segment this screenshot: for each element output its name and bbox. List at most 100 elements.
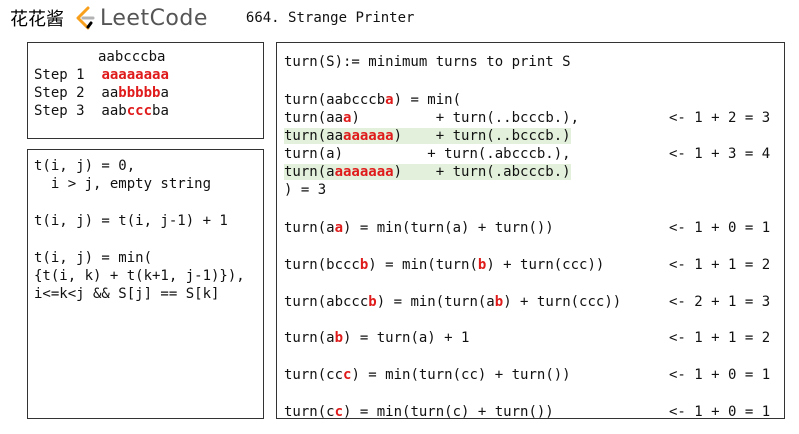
leetcode-logo-text: LeetCode	[100, 5, 208, 31]
expression: turn(abcccb) = min(turn(ab) + turn(ccc))	[284, 294, 621, 310]
turn-cost-note: <- 1 + 2 = 3	[669, 110, 771, 126]
text-segment: ) = min(	[393, 92, 462, 108]
turn-line: turn(a) + turn(.abcccb.),	[284, 145, 571, 163]
expression: turn(cc) = min(turn(c) + turn())	[284, 404, 554, 420]
recurrence-line: t(i, j) = t(i, j-1) + 1	[34, 212, 228, 229]
recurrence-line: t(i, j) = min(	[34, 249, 153, 266]
text-segment: turn(a	[284, 330, 335, 346]
leetcode-logo: LeetCode	[74, 6, 208, 31]
turn-line: turn(ab) = turn(a) + 1	[284, 329, 469, 347]
highlight-char: b	[334, 330, 344, 346]
step-line: Step 1 aaaaaaaa	[34, 66, 169, 84]
text-segment: ) + turn(ccc))	[503, 294, 622, 310]
text-segment: turn(aabcccb	[284, 92, 386, 108]
turn-line: turn(ccc) = min(turn(cc) + turn())	[284, 366, 571, 384]
highlight-char: b	[359, 257, 369, 273]
expression: turn(ccc) = min(turn(cc) + turn())	[284, 367, 571, 383]
turn-line: ) = 3	[284, 181, 326, 199]
leetcode-logo-icon	[76, 6, 95, 30]
highlight-char: ccc	[126, 103, 153, 119]
highlight-char: c	[334, 404, 344, 420]
text-segment: ) = min(turn(c) + turn())	[343, 404, 554, 420]
highlight-char: bbbbb	[118, 85, 161, 101]
expression: turn(a) + turn(.abcccb.),	[284, 146, 571, 162]
highlighted-expression: turn(aaaaaaaa) + turn(..bcccb.)	[284, 128, 571, 144]
text-segment: Step 3 aab	[34, 103, 127, 119]
recurrence-line: {t(i, k) + t(k+1, j-1)}),	[34, 267, 245, 284]
highlight-char: aaaaaaaa	[101, 67, 169, 83]
turn-cost-note: <- 1 + 3 = 4	[669, 146, 771, 162]
turn-line: turn(S):= minimum turns to print S	[284, 53, 571, 71]
highlight-char: b	[494, 294, 504, 310]
author-name: 花花酱	[10, 9, 64, 30]
expression: turn(bcccb) = min(turn(b) + turn(ccc))	[284, 257, 604, 273]
text-segment: turn(cc	[284, 367, 344, 383]
turn-line: turn(aaa) + turn(..bcccb.),	[284, 109, 579, 127]
recurrence-line: i<=k<j && S[j] == S[k]	[34, 286, 220, 303]
turn-line: turn(cc) = min(turn(c) + turn())	[284, 403, 554, 421]
recurrence-line: i > j, empty string	[34, 176, 212, 193]
turn-cost-note: <- 1 + 0 = 1	[669, 367, 771, 383]
text-segment: ) + turn(.abcccb.),	[334, 146, 571, 162]
turn-cost-note: <- 1 + 1 = 2	[669, 257, 771, 273]
text-segment: a	[160, 85, 169, 101]
turn-line: turn(aabcccba) = min(	[284, 91, 461, 109]
recurrence-box: t(i, j) = 0, i > j, empty string t(i, j) …	[27, 149, 264, 419]
problem-title: 664. Strange Printer	[245, 10, 415, 26]
text-segment: turn(c	[284, 404, 335, 420]
text-segment: turn(a	[284, 164, 335, 180]
text-segment: ) = min(turn(a	[376, 294, 495, 310]
text-segment: ) + turn(.abcccb.)	[393, 164, 571, 180]
highlight-char: c	[343, 367, 352, 383]
highlighted-expression: turn(aaaaaaaa) + turn(.abcccb.)	[284, 164, 571, 180]
step-line: Step 3 aabcccba	[34, 102, 169, 120]
text-segment: turn(aa	[284, 128, 344, 144]
turn-cost-note: <- 1 + 0 = 1	[669, 220, 771, 236]
text-segment: turn(a	[284, 146, 335, 162]
highlight-char: aaaaaa	[343, 128, 394, 144]
highlight-char: b	[368, 294, 377, 310]
text-segment: ) + turn(..bcccb.),	[351, 110, 580, 126]
text-segment: Step 1	[34, 67, 102, 83]
expression: ) = 3	[284, 182, 326, 198]
text-segment: ) = min(turn(	[368, 257, 478, 273]
expression: turn(S):= minimum turns to print S	[284, 54, 571, 70]
highlight-char: a	[343, 110, 352, 126]
text-segment: ) = 3	[284, 182, 327, 198]
turn-line: turn(aa) = min(turn(a) + turn())	[284, 219, 554, 237]
highlight-char: a	[385, 92, 394, 108]
step-line: Step 2 aabbbbba	[34, 84, 169, 102]
turn-cost-note: <- 2 + 1 = 3	[669, 294, 771, 310]
expression: turn(aa) = min(turn(a) + turn())	[284, 220, 554, 236]
text-segment: ) + turn(..bcccb.)	[393, 128, 571, 144]
text-segment: turn(a	[284, 220, 335, 236]
highlight-char: a	[334, 220, 344, 236]
turn-cost-note: <- 1 + 0 = 1	[669, 404, 771, 420]
text-segment: ) = min(turn(a) + turn())	[343, 220, 554, 236]
expression: turn(aaa) + turn(..bcccb.),	[284, 110, 579, 126]
expression: turn(aabcccba) = min(	[284, 92, 461, 108]
turn-line: turn(abcccb) = min(turn(ab) + turn(ccc))	[284, 293, 621, 311]
turn-line: turn(bcccb) = min(turn(b) + turn(ccc))	[284, 256, 604, 274]
turn-line: turn(aaaaaaaa) + turn(..bcccb.)	[284, 127, 571, 145]
text-segment: ) + turn(ccc))	[486, 257, 605, 273]
text-segment: turn(S):= minimum turns to print S	[284, 54, 571, 70]
turns-box: turn(S):= minimum turns to print S turn(a…	[276, 42, 785, 421]
expression: turn(ab) = turn(a) + 1	[284, 330, 469, 346]
text-segment: Step 2 aa	[34, 85, 119, 101]
highlight-char: b	[477, 257, 487, 273]
text-segment: turn(aa	[284, 110, 344, 126]
recurrence-line: t(i, j) = 0,	[34, 158, 136, 174]
text-segment: turn(abccc	[284, 294, 369, 310]
turn-line: turn(aaaaaaaa) + turn(.abcccb.)	[284, 163, 571, 181]
highlight-char: aaaaaaa	[334, 164, 394, 180]
header: 花花酱 LeetCode 664. Strange Printer	[10, 4, 414, 32]
step-line: aabcccba	[98, 48, 165, 66]
text-segment: ) = min(turn(cc) + turn())	[351, 367, 571, 383]
turn-cost-note: <- 1 + 1 = 2	[669, 330, 771, 346]
text-segment: turn(bccc	[284, 257, 360, 273]
text-segment: ba	[152, 103, 169, 119]
text-segment: aabcccba	[98, 49, 166, 65]
text-segment: ) = turn(a) + 1	[343, 330, 470, 346]
